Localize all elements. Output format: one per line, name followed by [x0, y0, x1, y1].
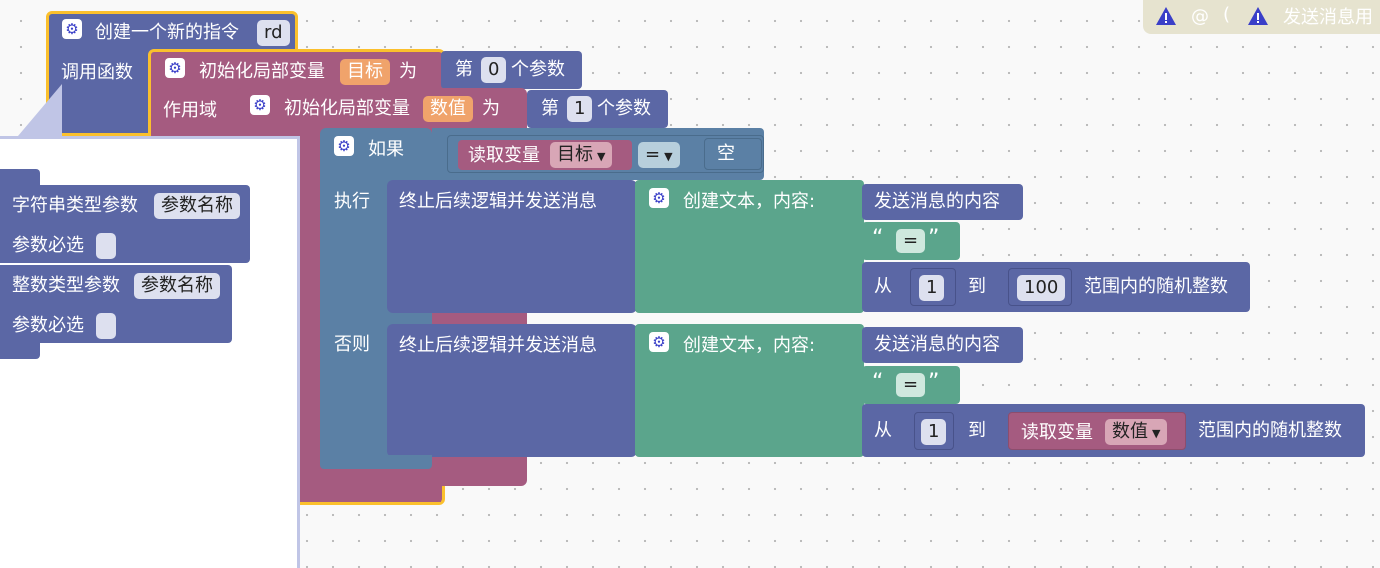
create-text-block[interactable]: ⚙ 创建文本，内容:: [635, 180, 864, 313]
operator-dropdown[interactable]: =▼: [638, 142, 680, 168]
string-param-label: 字符串类型参数: [12, 195, 138, 216]
string-param-block[interactable]: 字符串类型参数 参数名称 参数必选: [0, 185, 250, 263]
gear-icon[interactable]: ⚙: [62, 19, 82, 39]
bracket-divider: (: [1223, 4, 1231, 25]
create-text-block[interactable]: ⚙ 创建文本，内容:: [635, 324, 864, 457]
value-var-field[interactable]: 数值: [423, 96, 473, 122]
to-label: 到: [968, 276, 986, 297]
empty-block[interactable]: 空: [704, 138, 762, 170]
random-int-block[interactable]: 从 1 到 读取变量 数值▼ 范围内的随机整数: [862, 404, 1365, 457]
stop-label: 终止后续逻辑并发送消息: [399, 191, 597, 212]
param-index-block[interactable]: 第 0 个参数: [441, 51, 582, 89]
from-value-field[interactable]: 1: [921, 419, 947, 445]
number-block[interactable]: 1: [910, 268, 956, 306]
read-var-dropdown[interactable]: 目标▼: [550, 142, 613, 168]
read-var-dropdown[interactable]: 数值▼: [1105, 419, 1168, 445]
dropdown-arrow-icon: ▼: [664, 150, 673, 163]
command-title: 创建一个新的指令: [95, 22, 239, 43]
param-index-field[interactable]: 1: [567, 96, 593, 122]
from-value-field[interactable]: 1: [919, 275, 945, 301]
mutator-container-edge: [0, 169, 40, 185]
random-label: 范围内的随机整数: [1084, 276, 1228, 297]
dropdown-arrow-icon: ▼: [597, 150, 606, 163]
number-block[interactable]: 1: [914, 412, 954, 450]
gear-icon[interactable]: ⚙: [649, 332, 669, 352]
stop-send-block[interactable]: 终止后续逻辑并发送消息: [387, 324, 637, 457]
number-block[interactable]: 100: [1008, 268, 1072, 306]
from-label: 从: [874, 420, 892, 441]
int-required-label: 参数必选: [12, 315, 84, 336]
close-quote: ”: [928, 370, 940, 395]
as-label: 为: [399, 61, 417, 82]
param-index-field[interactable]: 0: [481, 57, 507, 83]
read-var-label: 读取变量: [1021, 422, 1093, 443]
else-label: 否则: [334, 334, 370, 355]
random-label: 范围内的随机整数: [1198, 420, 1342, 441]
int-param-label: 整数类型参数: [12, 275, 120, 296]
int-param-block[interactable]: 整数类型参数 参数名称 参数必选: [0, 265, 232, 343]
to-label: 到: [968, 420, 986, 441]
close-quote: ”: [928, 226, 940, 251]
empty-label: 空: [717, 143, 735, 164]
string-required-checkbox[interactable]: [96, 233, 116, 259]
text-value-field[interactable]: =: [896, 229, 926, 253]
random-int-block[interactable]: 从 1 到 100 范围内的随机整数: [862, 262, 1250, 312]
send-content-label: 发送消息的内容: [874, 191, 1000, 212]
read-var-block[interactable]: 读取变量 数值▼: [1008, 412, 1186, 450]
stop-label: 终止后续逻辑并发送消息: [399, 335, 597, 356]
read-var-label: 读取变量: [468, 145, 540, 166]
param-prefix: 第: [455, 59, 473, 80]
init-target-label: 初始化局部变量: [199, 61, 325, 82]
then-label: 执行: [334, 191, 370, 212]
param-index-block[interactable]: 第 1 个参数: [527, 90, 668, 128]
mutator-panel[interactable]: 字符串类型参数 参数名称 参数必选 整数类型参数 参数名称 参数必选: [0, 136, 300, 568]
int-param-name-field[interactable]: 参数名称: [134, 273, 220, 299]
topbar-label: 发送消息用: [1283, 7, 1373, 28]
gear-icon[interactable]: ⚙: [165, 58, 185, 78]
open-quote: “: [872, 370, 884, 395]
send-content-block[interactable]: 发送消息的内容: [862, 184, 1023, 220]
scope-label: 作用域: [163, 100, 217, 121]
call-function-label: 调用函数: [61, 62, 133, 83]
send-content-block[interactable]: 发送消息的内容: [862, 327, 1023, 363]
as-label: 为: [482, 98, 500, 119]
create-text-label: 创建文本，内容:: [683, 191, 816, 212]
gear-icon[interactable]: ⚙: [250, 95, 270, 115]
param-suffix: 个参数: [511, 59, 565, 80]
at-symbol: @: [1191, 6, 1209, 27]
mutator-pointer: [18, 84, 62, 136]
open-quote: “: [872, 226, 884, 251]
from-label: 从: [874, 276, 892, 297]
string-param-name-field[interactable]: 参数名称: [154, 193, 240, 219]
gear-icon[interactable]: ⚙: [334, 136, 354, 156]
text-value-field[interactable]: =: [896, 373, 926, 397]
warning-bar[interactable]: @ ( 发送消息用: [1143, 0, 1380, 34]
int-required-checkbox[interactable]: [96, 313, 116, 339]
mutator-container-edge: [0, 343, 40, 359]
create-text-label: 创建文本，内容:: [683, 335, 816, 356]
to-value-field[interactable]: 100: [1017, 275, 1066, 301]
stop-send-block[interactable]: 终止后续逻辑并发送消息: [387, 180, 637, 313]
if-footer: [320, 455, 432, 469]
param-prefix: 第: [541, 98, 559, 119]
compare-block[interactable]: 读取变量 目标▼ =▼ 空: [447, 135, 764, 173]
string-required-label: 参数必选: [12, 235, 84, 256]
text-literal-block[interactable]: “ = ”: [862, 222, 960, 260]
if-label: 如果: [368, 139, 404, 160]
command-name-field[interactable]: rd: [257, 20, 290, 46]
param-suffix: 个参数: [597, 98, 651, 119]
send-content-label: 发送消息的内容: [874, 334, 1000, 355]
warning-triangle-icon[interactable]: [1155, 6, 1177, 26]
target-var-field[interactable]: 目标: [340, 59, 390, 85]
text-literal-block[interactable]: “ = ”: [862, 366, 960, 404]
dropdown-arrow-icon: ▼: [1152, 427, 1161, 440]
warning-triangle-icon[interactable]: [1247, 6, 1269, 26]
gear-icon[interactable]: ⚙: [649, 188, 669, 208]
init-value-label: 初始化局部变量: [284, 98, 410, 119]
read-var-block[interactable]: 读取变量 目标▼: [458, 140, 632, 170]
